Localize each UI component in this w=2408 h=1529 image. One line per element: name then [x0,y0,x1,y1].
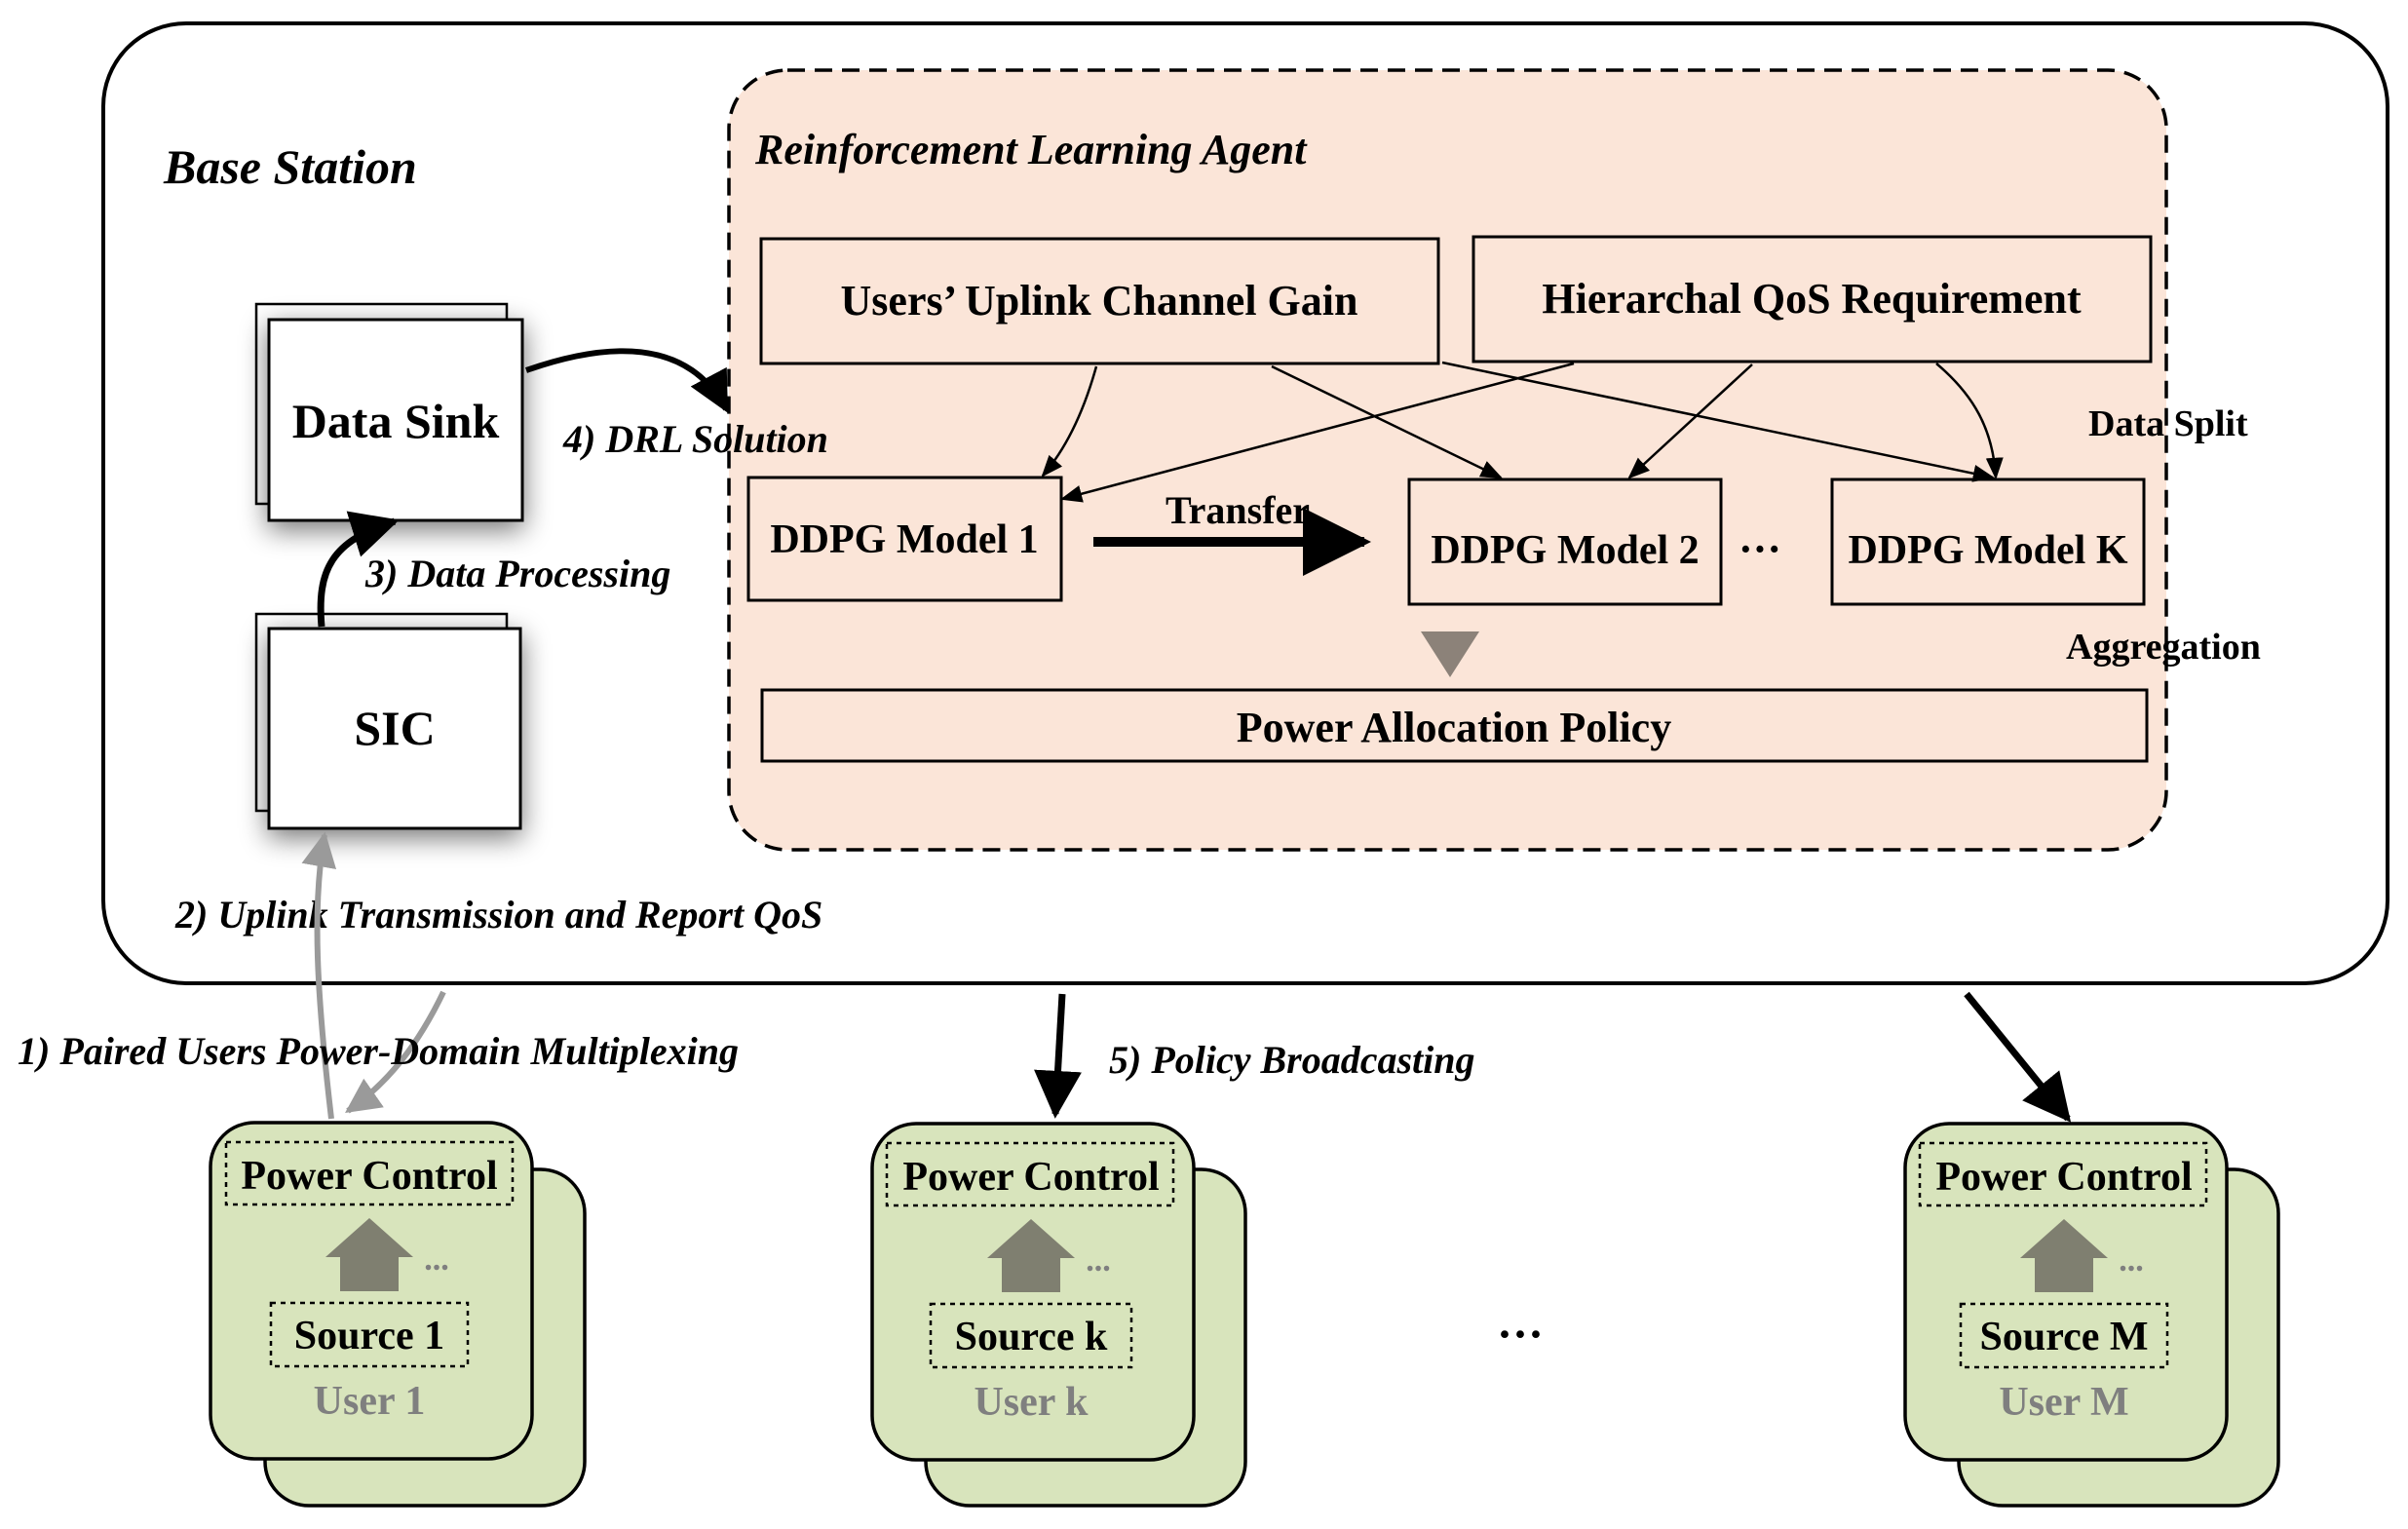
user-ellipsis: ... [1086,1242,1111,1279]
user-ellipsis: ... [2119,1242,2144,1279]
models-ellipsis: ··· [1739,525,1781,573]
data-sink-label: Data Sink [292,394,500,448]
source-label: Source M [1979,1315,2148,1359]
power-control-label: Power Control [902,1155,1159,1200]
transfer-label: Transfer [1166,488,1310,532]
drl-solution-arrow [525,348,729,413]
sic-block: SIC [254,612,522,830]
user-m-block: Power Control ... Source M User M [1903,1122,2280,1508]
power-control-box [1918,1141,2208,1207]
users-ellipsis: ··· [1497,1309,1544,1360]
step4-label: 4) DRL Solution [562,417,828,461]
data-sink-block: Data Sink [254,302,524,522]
channel-gain-label: Users’ Uplink Channel Gain [841,277,1358,325]
broadcast-arrows [1034,991,2072,1123]
base-station-title: Base Station [163,139,417,194]
step3-label: 3) Data Processing [364,552,670,595]
user-1-block: Power Control ... Source 1 User 1 [209,1121,587,1508]
up-arrow-icon [325,1218,413,1291]
source-label: Source k [955,1315,1108,1359]
ddpg-model-k-label: DDPG Model K [1849,528,2128,573]
aggregation-label: Aggregation [2066,627,2261,668]
data-processing-arrow [317,511,400,628]
ddpg-model-k-box [1830,478,2146,606]
uplink-arrows [301,831,446,1120]
source-label: Source 1 [294,1314,444,1358]
aggregation-triangle [1421,631,1479,677]
step1-label: 1) Paired Users Power-Domain Multiplexin… [18,1029,739,1073]
channel-gain-box [759,237,1440,365]
source-box [269,1301,470,1368]
data-split-arrows [1041,361,2004,503]
power-control-label: Power Control [241,1154,497,1199]
ddpg-model-1-box [746,476,1063,602]
power-control-box [885,1141,1175,1207]
ddpg-model-2-label: DDPG Model 2 [1431,528,1699,573]
user-ellipsis: ... [424,1242,449,1278]
source-box [929,1302,1133,1369]
user-k-block: Power Control ... Source k User k [870,1122,1247,1508]
power-allocation-policy-label: Power Allocation Policy [1237,704,1671,751]
power-allocation-policy-box [760,688,2149,763]
user-label: User k [974,1380,1089,1425]
up-arrow-icon [2020,1219,2108,1292]
step2-label: 2) Uplink Transmission and Report QoS [174,893,822,937]
up-arrow-icon [987,1219,1075,1292]
user-label: User 1 [314,1379,426,1424]
ddpg-model-2-box [1407,478,1723,606]
data-split-label: Data Split [2088,403,2248,444]
ddpg-model-1-label: DDPG Model 1 [770,517,1038,562]
step5-label: 5) Policy Broadcasting [1109,1038,1475,1082]
rl-agent-title: Reinforcement Learning Agent [754,126,1308,173]
power-control-label: Power Control [1935,1155,2192,1200]
sic-label: SIC [354,701,435,755]
user-label: User M [1999,1380,2128,1425]
qos-requirement-box [1472,235,2153,363]
qos-requirement-label: Hierarchal QoS Requirement [1542,275,2082,323]
power-control-box [224,1140,515,1206]
source-box [1959,1302,2169,1369]
